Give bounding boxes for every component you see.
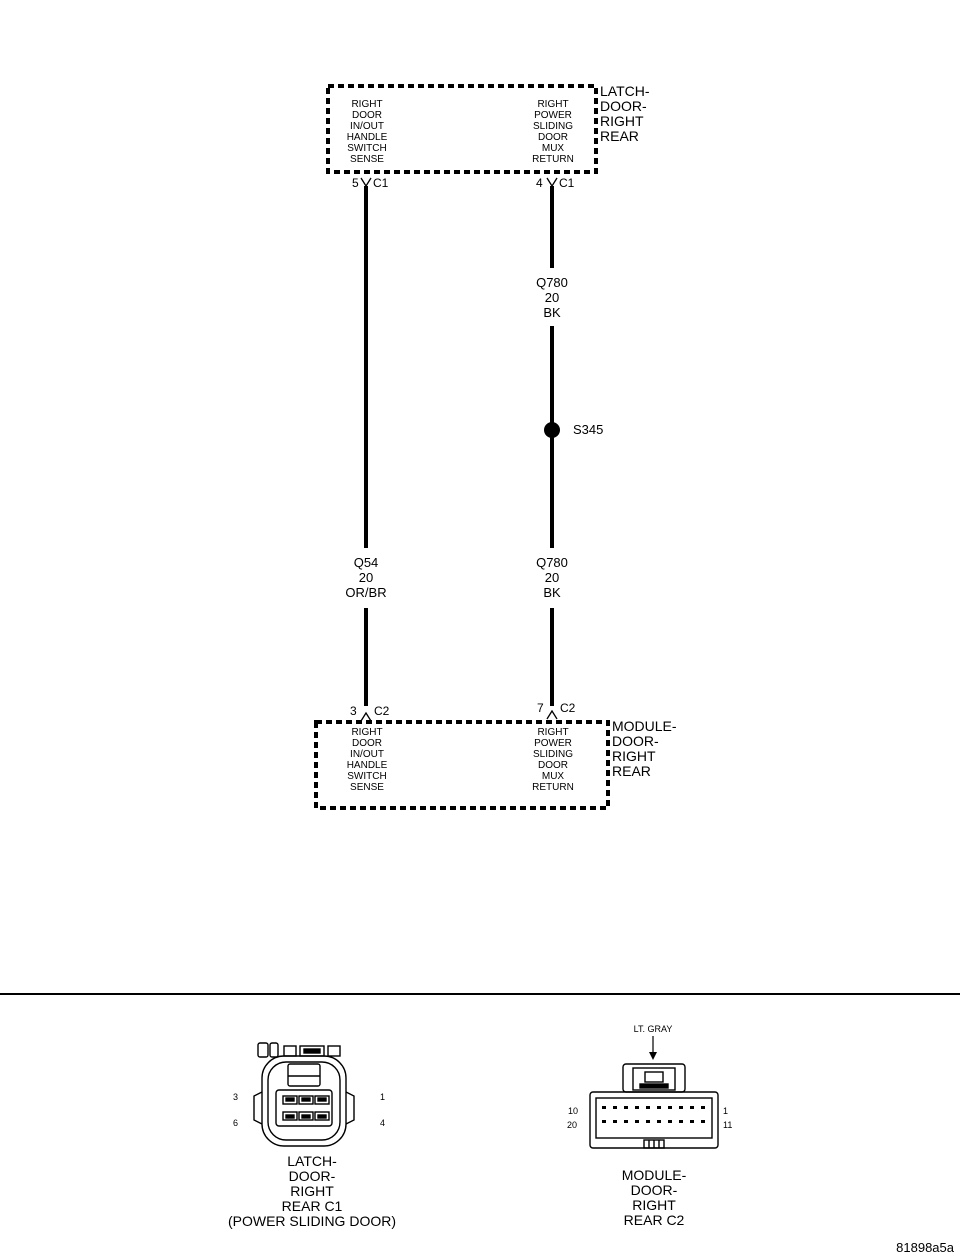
c1-pin-number: 4 [380, 1118, 385, 1128]
func-line: RIGHT [351, 99, 382, 110]
connector-symbol-icon [360, 711, 372, 722]
module-component-box [314, 720, 610, 810]
func-line: DOOR [352, 738, 382, 749]
wire-label-line: Q780 [536, 275, 568, 290]
module-conn-right: C2 [560, 701, 576, 715]
caption-line: (POWER SLIDING DOOR) [228, 1213, 396, 1229]
c2-pin-number: 1 [723, 1106, 728, 1116]
func-line: RIGHT [537, 99, 568, 110]
module-door-right-rear-component: 3 C2 7 C2 RIGHT DOOR IN/OUT HANDLE SWITC… [314, 701, 677, 810]
latch-component-box [326, 84, 598, 174]
connector-c2-face-view: LT. GRAY [567, 1024, 732, 1228]
name-line: REAR [600, 128, 639, 144]
wire-label-line: Q780 [536, 555, 568, 570]
module-left-function-label: RIGHT DOOR IN/OUT HANDLE SWITCH SENSE [347, 727, 388, 793]
c2-pin-number: 10 [568, 1106, 578, 1116]
func-line: RIGHT [351, 727, 382, 738]
func-line: MUX [542, 771, 565, 782]
func-line: SENSE [350, 782, 384, 793]
func-line: HANDLE [347, 760, 388, 771]
splice-s345: S345 [544, 422, 603, 438]
wire-q54: Q54 20 OR/BR [345, 186, 387, 706]
name-line: REAR [612, 763, 651, 779]
connector-symbol-icon [360, 177, 372, 188]
func-line: POWER [534, 738, 572, 749]
c1-pin-number: 1 [380, 1092, 385, 1102]
c2-color-label: LT. GRAY [634, 1024, 673, 1034]
connector-symbol-icon [546, 177, 558, 188]
caption-line: DOOR- [289, 1168, 336, 1184]
func-line: SLIDING [533, 749, 573, 760]
module-conn-left: C2 [374, 704, 390, 718]
wire-q780: Q780 20 BK Q780 20 BK [536, 186, 568, 706]
name-line: MODULE- [612, 718, 677, 734]
latch-right-function-label: RIGHT POWER SLIDING DOOR MUX RETURN [532, 99, 574, 165]
wire-label-line: OR/BR [345, 585, 386, 600]
func-line: SWITCH [347, 771, 386, 782]
latch-component-name: LATCH- DOOR- RIGHT REAR [600, 83, 650, 144]
wire-label-line: 20 [545, 290, 559, 305]
connector-symbol-icon [546, 709, 558, 720]
caption-line: RIGHT [290, 1183, 334, 1199]
figure-id: 81898a5a [896, 1240, 955, 1255]
caption-line: MODULE- [622, 1167, 687, 1183]
func-line: RIGHT [537, 727, 568, 738]
latch-conn-left: C1 [373, 176, 389, 190]
func-line: MUX [542, 143, 565, 154]
module-pin-right: 7 [537, 701, 544, 715]
func-line: DOOR [538, 760, 568, 771]
caption-line: DOOR- [631, 1182, 678, 1198]
caption-line: LATCH- [287, 1153, 337, 1169]
c2-pin-number: 20 [567, 1120, 577, 1130]
c2-pin-number: 11 [723, 1120, 732, 1130]
latch-pin-right: 4 [536, 176, 543, 190]
name-line: LATCH- [600, 83, 650, 99]
func-line: IN/OUT [350, 749, 384, 760]
latch-left-function-label: RIGHT DOOR IN/OUT HANDLE SWITCH SENSE [347, 99, 388, 165]
connector-c1-face-view: 3 1 6 4 LATCH- DOOR- RIGHT REAR C1 (POWE… [228, 1042, 396, 1229]
wire-label-line: Q54 [354, 555, 379, 570]
splice-label: S345 [573, 422, 603, 437]
c1-pin-number: 3 [233, 1092, 238, 1102]
func-line: RETURN [532, 154, 574, 165]
splice-dot-icon [544, 422, 560, 438]
func-line: SLIDING [533, 121, 573, 132]
func-line: DOOR [538, 132, 568, 143]
latch-conn-right: C1 [559, 176, 575, 190]
func-line: SWITCH [347, 143, 386, 154]
c1-pin-number: 6 [233, 1118, 238, 1128]
module-pin-left: 3 [350, 704, 357, 718]
wire-label-line: BK [543, 305, 561, 320]
name-line: RIGHT [612, 748, 656, 764]
connector-c1-icon [253, 1042, 355, 1147]
name-line: RIGHT [600, 113, 644, 129]
connector-c2-icon [589, 1063, 719, 1149]
caption-line: REAR C1 [282, 1198, 343, 1214]
caption-line: REAR C2 [624, 1212, 685, 1228]
func-line: HANDLE [347, 132, 388, 143]
latch-pin-left: 5 [352, 176, 359, 190]
connector-c2-caption: MODULE- DOOR- RIGHT REAR C2 [622, 1167, 687, 1228]
func-line: SENSE [350, 154, 384, 165]
name-line: DOOR- [600, 98, 647, 114]
caption-line: RIGHT [632, 1197, 676, 1213]
connector-c1-caption: LATCH- DOOR- RIGHT REAR C1 (POWER SLIDIN… [228, 1153, 396, 1229]
module-right-function-label: RIGHT POWER SLIDING DOOR MUX RETURN [532, 727, 574, 793]
func-line: RETURN [532, 782, 574, 793]
arrow-down-icon [649, 1036, 657, 1060]
wire-label-line: 20 [545, 570, 559, 585]
func-line: IN/OUT [350, 121, 384, 132]
wire-label-line: BK [543, 585, 561, 600]
wire-label-line: 20 [359, 570, 373, 585]
module-component-name: MODULE- DOOR- RIGHT REAR [612, 718, 677, 779]
name-line: DOOR- [612, 733, 659, 749]
func-line: POWER [534, 110, 572, 121]
latch-door-right-rear-component: RIGHT DOOR IN/OUT HANDLE SWITCH SENSE RI… [326, 83, 650, 190]
func-line: DOOR [352, 110, 382, 121]
